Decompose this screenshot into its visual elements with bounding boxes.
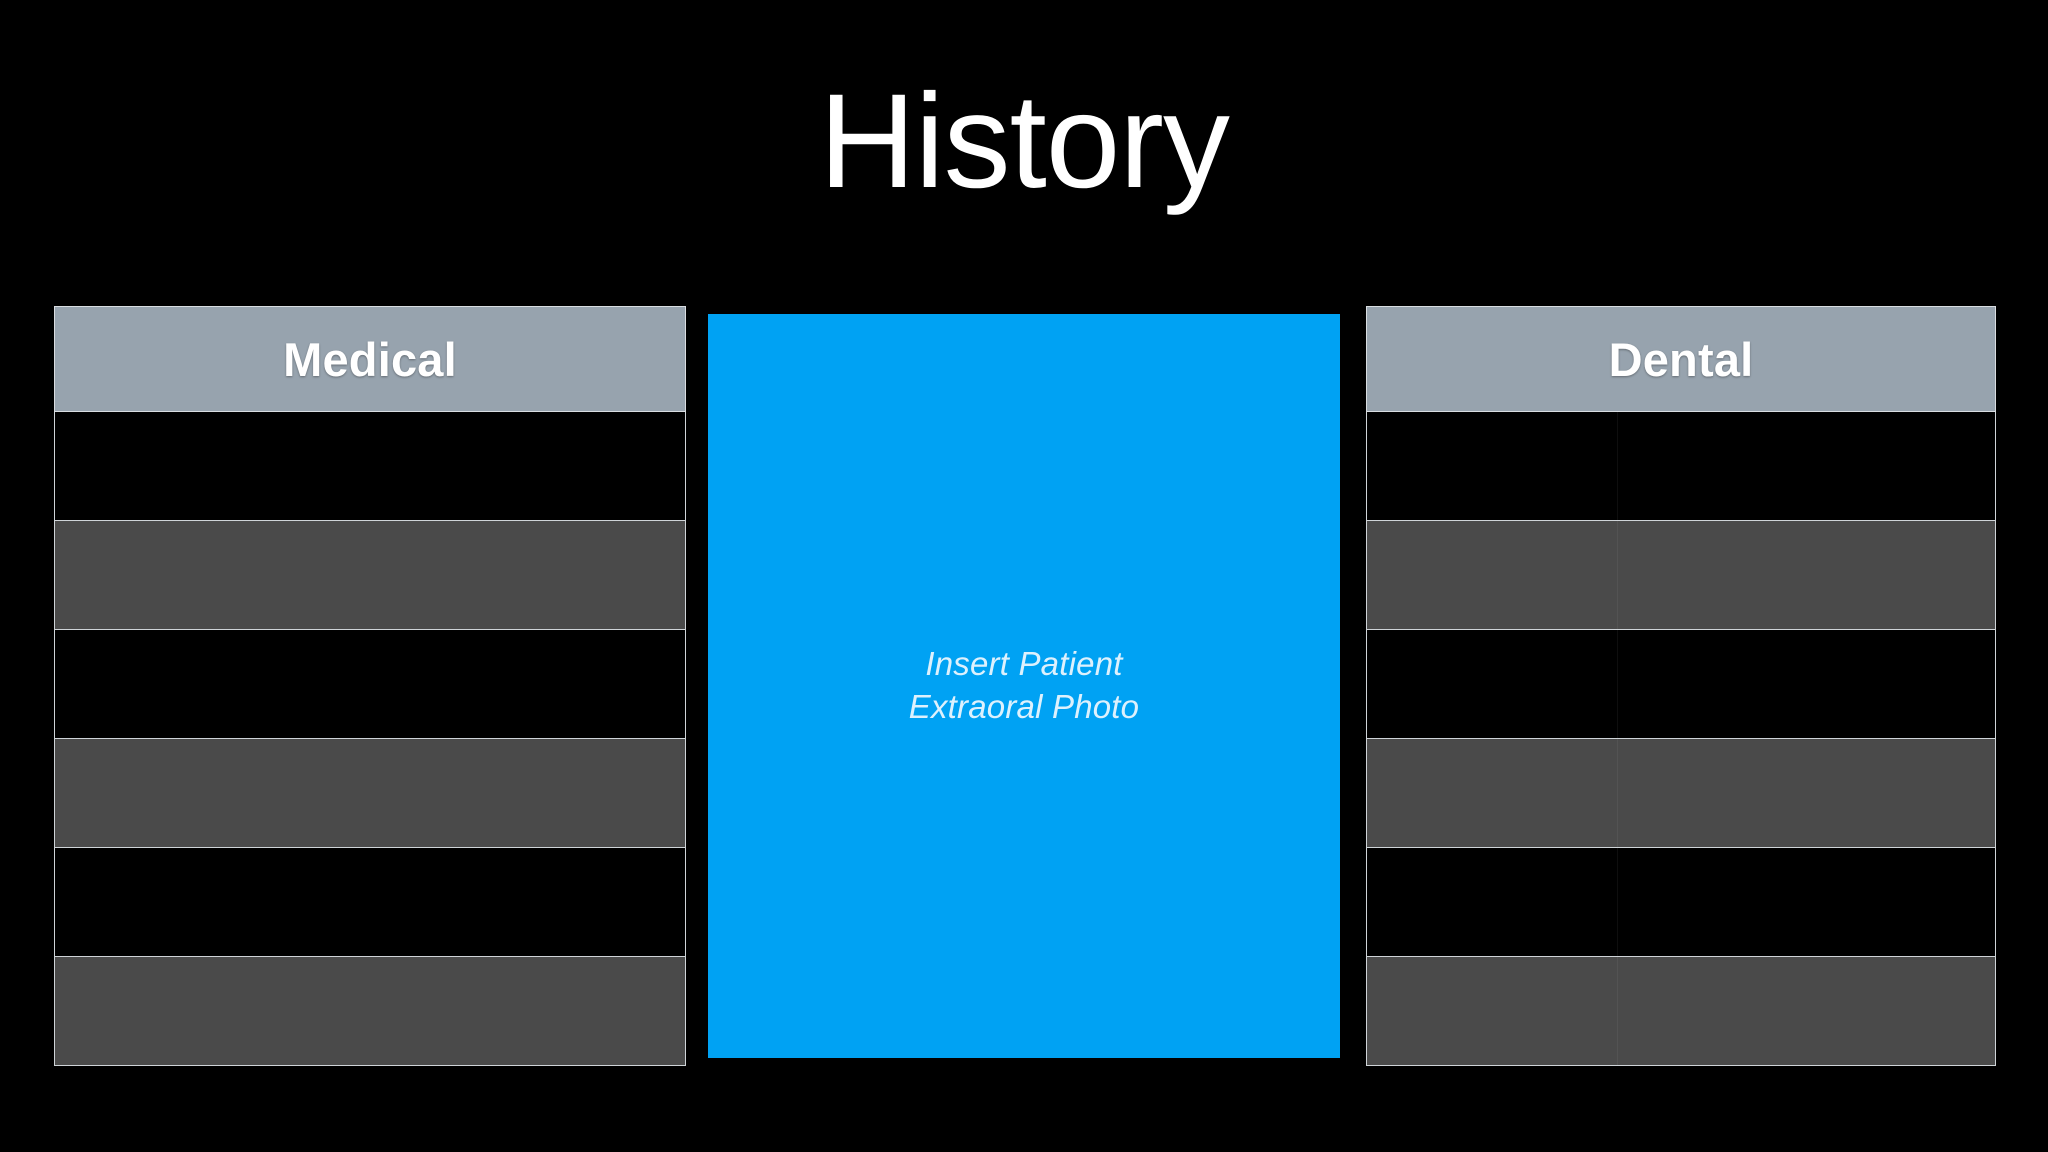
table-row[interactable]	[1366, 630, 1996, 739]
column-divider	[1617, 957, 1618, 1065]
table-row[interactable]	[1366, 521, 1996, 630]
table-row[interactable]	[1366, 412, 1996, 521]
medical-history-table: Medical	[54, 306, 686, 1066]
column-divider	[1617, 848, 1618, 956]
photo-placeholder-label: Insert Patient Extraoral Photo	[908, 645, 1140, 725]
table-row[interactable]	[54, 848, 686, 957]
dental-table-header-label: Dental	[1608, 332, 1754, 386]
table-row[interactable]	[1366, 848, 1996, 957]
table-row[interactable]	[1366, 739, 1996, 848]
column-divider	[1617, 521, 1618, 629]
table-row[interactable]	[54, 957, 686, 1066]
table-row[interactable]	[54, 521, 686, 630]
medical-table-header: Medical	[54, 306, 686, 412]
table-row[interactable]	[54, 412, 686, 521]
column-divider	[1617, 739, 1618, 847]
dental-table-header: Dental	[1366, 306, 1996, 412]
dental-history-table: Dental	[1366, 306, 1996, 1066]
column-divider	[1617, 412, 1618, 520]
column-divider	[1617, 630, 1618, 738]
table-row[interactable]	[54, 739, 686, 848]
medical-table-header-label: Medical	[283, 332, 457, 386]
table-row[interactable]	[1366, 957, 1996, 1066]
table-row[interactable]	[54, 630, 686, 739]
patient-extraoral-photo-placeholder[interactable]: Insert Patient Extraoral Photo	[708, 314, 1340, 1058]
page-title: History	[819, 67, 1230, 216]
